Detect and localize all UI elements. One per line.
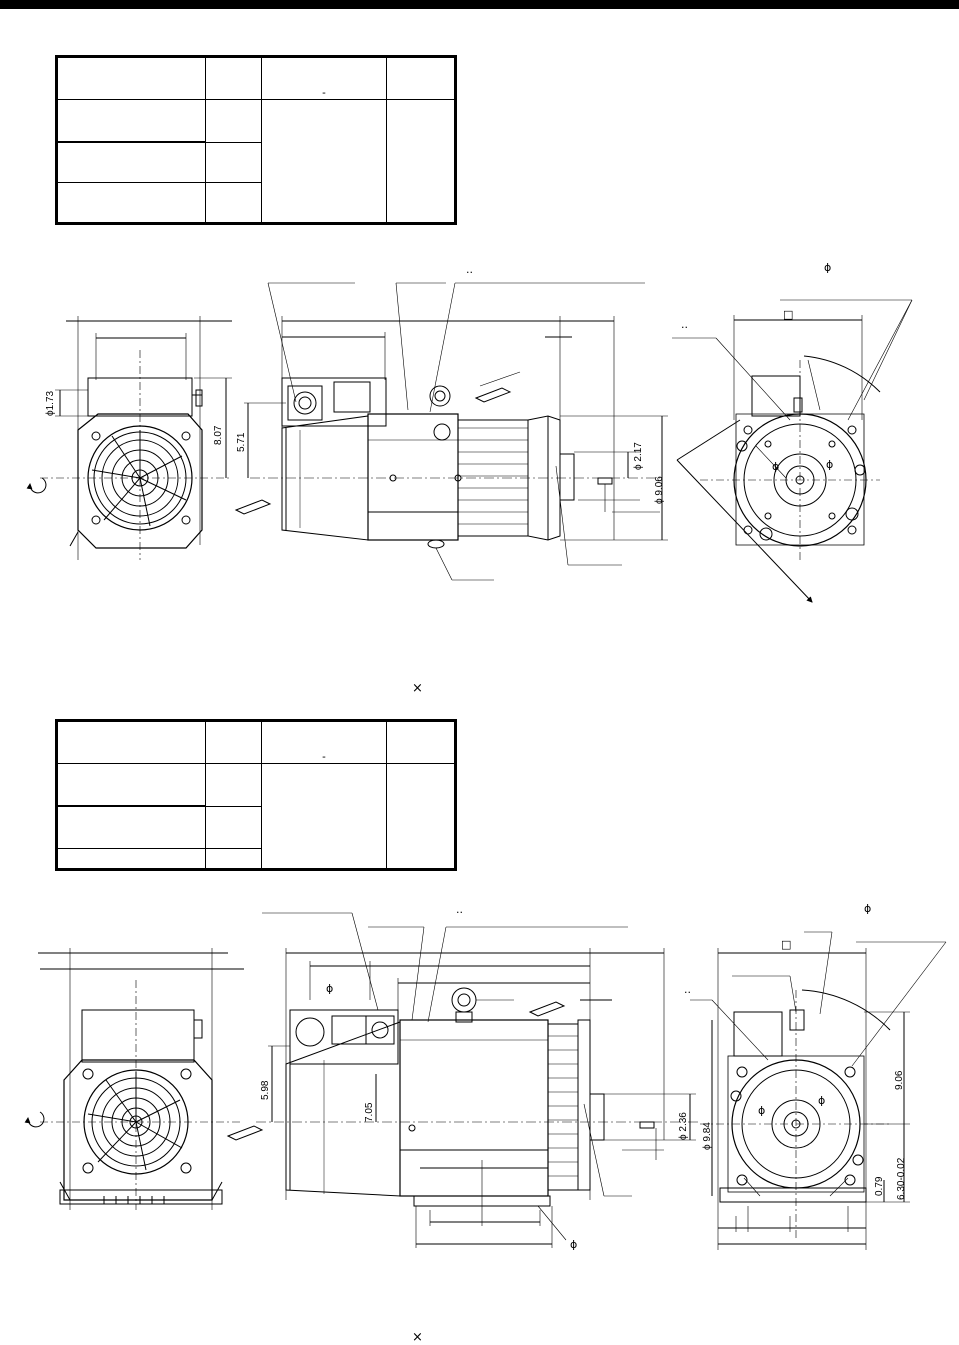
fig1-left-phi-dim: ϕ1.73	[45, 390, 56, 416]
table1-merged-cell	[385, 99, 455, 223]
fig1-label-dots-2: ..	[681, 318, 688, 331]
fig1-phi-b: ϕ	[772, 460, 779, 473]
fig1-flange-dia-dim: ϕ 9.06	[654, 476, 665, 504]
table2-cell	[385, 720, 455, 765]
fig1-shaft-dia-dim: ϕ 2.17	[633, 442, 644, 470]
table1-cell	[57, 181, 206, 224]
table1-header-mark: -	[261, 56, 387, 101]
fig2-phi-top: ϕ	[864, 902, 871, 915]
fig2-phi-term: ϕ	[326, 982, 333, 995]
table1-cell	[57, 140, 206, 183]
fig2-right-height-dim: 9.06	[894, 1070, 905, 1090]
fig2-flange-dia-dim: ϕ 9.84	[702, 1122, 713, 1150]
fig2-side-view	[226, 912, 713, 1248]
fig2-center-height-dim: 6.30-0.02	[896, 1157, 907, 1200]
fig1-label-dots-1: ..	[466, 263, 473, 276]
table2-cell	[204, 763, 263, 807]
table1-cell	[204, 181, 263, 224]
fig1-phi-a: ϕ	[826, 458, 833, 471]
fig2-front-view	[690, 931, 947, 1250]
table2-cell	[57, 805, 206, 849]
table2-merged-cell	[385, 763, 455, 869]
fig2-phi-a: ϕ	[818, 1094, 825, 1107]
fig2-square-mark: □	[781, 938, 791, 951]
fig1-left-height-dim: 8.07	[213, 425, 224, 445]
fig1-front-view	[672, 299, 913, 603]
table1-merged-cell	[261, 99, 387, 223]
spec-table-1: -	[55, 55, 457, 225]
spec-table-2: -	[55, 719, 457, 871]
fig2-rear-view	[24, 948, 244, 1210]
times-mark-1: ×	[412, 681, 423, 696]
table2-cell	[204, 847, 263, 870]
table2-header-mark: -	[261, 720, 387, 765]
table1-cell	[385, 56, 455, 101]
table1-cell	[204, 141, 263, 183]
table2-cell	[204, 805, 263, 849]
table2-merged-cell	[261, 763, 387, 869]
table2-cell	[204, 720, 263, 765]
fig2-side-height-b-dim: 7.05	[364, 1102, 375, 1122]
fig2-phi-b: ϕ	[758, 1104, 765, 1117]
fig1-side-view	[234, 282, 668, 581]
times-mark-2: ×	[412, 1330, 423, 1345]
fig1-side-height-dim: 5.71	[236, 432, 247, 452]
fig1-rear-view	[26, 316, 232, 560]
top-rule	[0, 0, 959, 9]
fig2-side-height-a-dim: 5.98	[260, 1080, 271, 1100]
fig2-shaft-dia-dim: ϕ 2.36	[678, 1112, 689, 1140]
fig1-square-mark: □	[783, 308, 793, 321]
table2-cell	[57, 720, 206, 765]
fig2-phi-bottom: ϕ	[570, 1238, 577, 1251]
fig2-label-dots-1: ..	[456, 903, 463, 916]
fig1-phi-top: ϕ	[824, 261, 831, 274]
fig2-foot-thk-dim: 0.79	[874, 1176, 885, 1196]
table1-cell	[57, 99, 206, 143]
table2-cell	[57, 847, 206, 870]
fig2-label-dots-2: ..	[684, 983, 691, 996]
